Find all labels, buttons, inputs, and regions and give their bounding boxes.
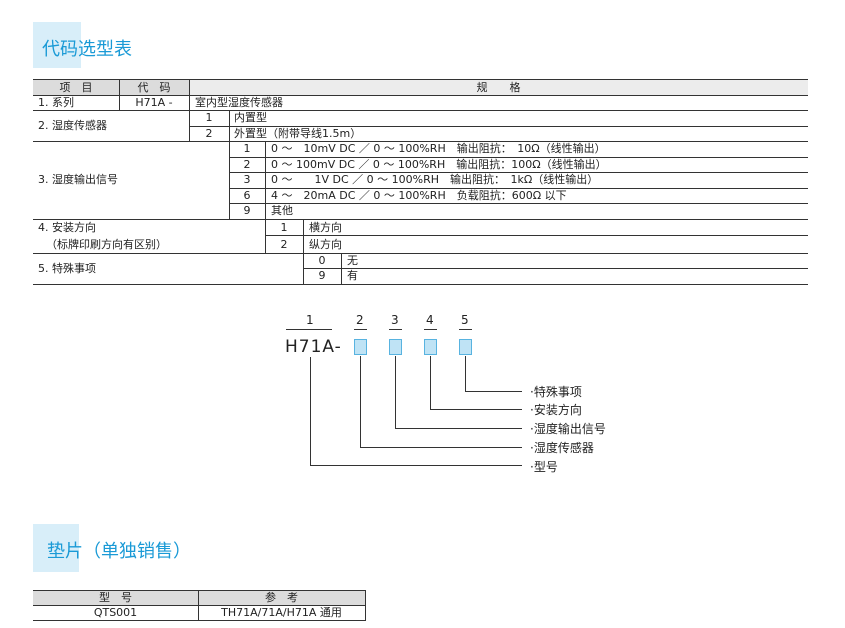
row-series-item: 1. 系列	[38, 96, 74, 109]
table-rule	[229, 203, 808, 204]
position-5: 5	[461, 313, 469, 327]
label-special: ·特殊事项	[530, 385, 582, 399]
header-code-bg	[119, 80, 189, 95]
label-sensor: ·湿度传感器	[530, 441, 594, 455]
row-output-spec-5: 其他	[271, 204, 293, 217]
table-rule	[189, 80, 190, 141]
section1-title: 代码选型表	[42, 39, 132, 60]
table-rule	[229, 157, 808, 158]
header-code: 代 码	[137, 81, 171, 94]
row-output-spec-4: 4 ～ 20mA DC ／ 0 ～ 100%RH 负载阻抗：600Ω 以下	[271, 189, 567, 202]
row-mount-item: 4. 安装方向	[38, 221, 96, 234]
base-model-code: H71A-	[285, 337, 342, 357]
position-3: 3	[391, 313, 399, 327]
label-model: ·型号	[530, 460, 558, 474]
table-rule	[365, 590, 366, 621]
row-mount-code-2: 2	[280, 238, 288, 251]
row-output-code-3: 3	[243, 173, 251, 186]
header-spec-bg	[189, 80, 808, 95]
gasket-header-bg	[33, 591, 366, 605]
table-rule	[265, 141, 266, 219]
row-mount-note: （标牌印刷方向有区别）	[46, 238, 167, 251]
code-slot-2	[354, 339, 367, 355]
gasket-row-model: QTS001	[93, 606, 138, 619]
position-2: 2	[356, 313, 364, 327]
table-rule	[33, 219, 808, 220]
row-special-spec-2: 有	[347, 269, 358, 282]
table-rule	[33, 110, 808, 111]
table-rule	[341, 253, 342, 284]
row-mount-code-1: 1	[280, 221, 288, 234]
row-special-code-1: 0	[318, 254, 326, 267]
section2-title-bg	[33, 524, 79, 572]
table-rule	[198, 590, 199, 621]
table-rule	[33, 284, 808, 285]
table-rule	[303, 268, 808, 269]
table-rule	[33, 605, 366, 606]
code-slot-4	[424, 339, 437, 355]
table-rule	[33, 141, 808, 142]
row-sensor-code-1: 1	[205, 111, 213, 124]
header-item: 项 目	[59, 81, 93, 94]
row-output-spec-2: 0 ～ 100mV DC ／ 0 ～ 100%RH 输出阻抗：100Ω（线性输出…	[271, 158, 607, 171]
row-output-spec-1: 0 ～ 10mV DC ／ 0 ～ 100%RH 输出阻抗： 10Ω（线性输出）	[271, 142, 606, 155]
row-output-spec-3: 0 ～ 1V DC ／ 0 ～ 100%RH 输出阻抗： 1kΩ（线性输出）	[271, 173, 599, 186]
table-rule	[33, 79, 808, 80]
section1-title-bg	[33, 22, 81, 68]
row-series-spec: 室内型湿度传感器	[195, 96, 283, 109]
table-rule	[303, 219, 304, 253]
row-output-code-1: 1	[243, 142, 251, 155]
position-1: 1	[306, 313, 314, 327]
table-rule	[265, 235, 808, 236]
table-rule	[33, 590, 366, 591]
row-special-code-2: 9	[318, 269, 326, 282]
table-rule	[229, 141, 230, 219]
table-rule	[189, 126, 808, 127]
gasket-header-model: 型 号	[99, 591, 132, 604]
table-rule	[119, 80, 120, 110]
header-spec: 规 格	[476, 81, 521, 94]
row-special-item: 5. 特殊事项	[38, 262, 96, 275]
row-output-code-4: 6	[243, 189, 251, 202]
table-rule	[229, 172, 808, 173]
header-item-bg	[33, 80, 119, 95]
row-mount-spec-1: 横方向	[309, 221, 342, 234]
row-output-item: 3. 湿度输出信号	[38, 173, 118, 186]
label-mount: ·安装方向	[530, 403, 582, 417]
row-sensor-item: 2. 湿度传感器	[38, 119, 107, 132]
row-mount-spec-2: 纵方向	[309, 238, 342, 251]
gasket-row-ref: TH71A/71A/H71A 通用	[221, 606, 342, 619]
table-rule	[265, 219, 266, 253]
row-series-code: H71A -	[135, 96, 173, 109]
row-special-spec-1: 无	[347, 254, 358, 267]
code-slot-3	[389, 339, 402, 355]
row-sensor-spec-1: 内置型	[234, 111, 267, 124]
section2-title: 垫片（单独销售）	[47, 541, 191, 562]
table-rule	[33, 253, 808, 254]
table-rule	[229, 188, 808, 189]
row-sensor-code-2: 2	[205, 127, 213, 140]
row-sensor-spec-2: 外置型（附带导线1.5m）	[234, 127, 362, 140]
table-rule	[33, 620, 366, 621]
row-output-code-5: 9	[243, 204, 251, 217]
table-rule	[33, 95, 808, 96]
position-4: 4	[426, 313, 434, 327]
code-slot-5	[459, 339, 472, 355]
table-rule	[229, 110, 230, 141]
table-rule	[303, 253, 304, 284]
label-output: ·湿度输出信号	[530, 422, 606, 436]
gasket-header-ref: 参 考	[265, 591, 298, 604]
row-output-code-2: 2	[243, 158, 251, 171]
